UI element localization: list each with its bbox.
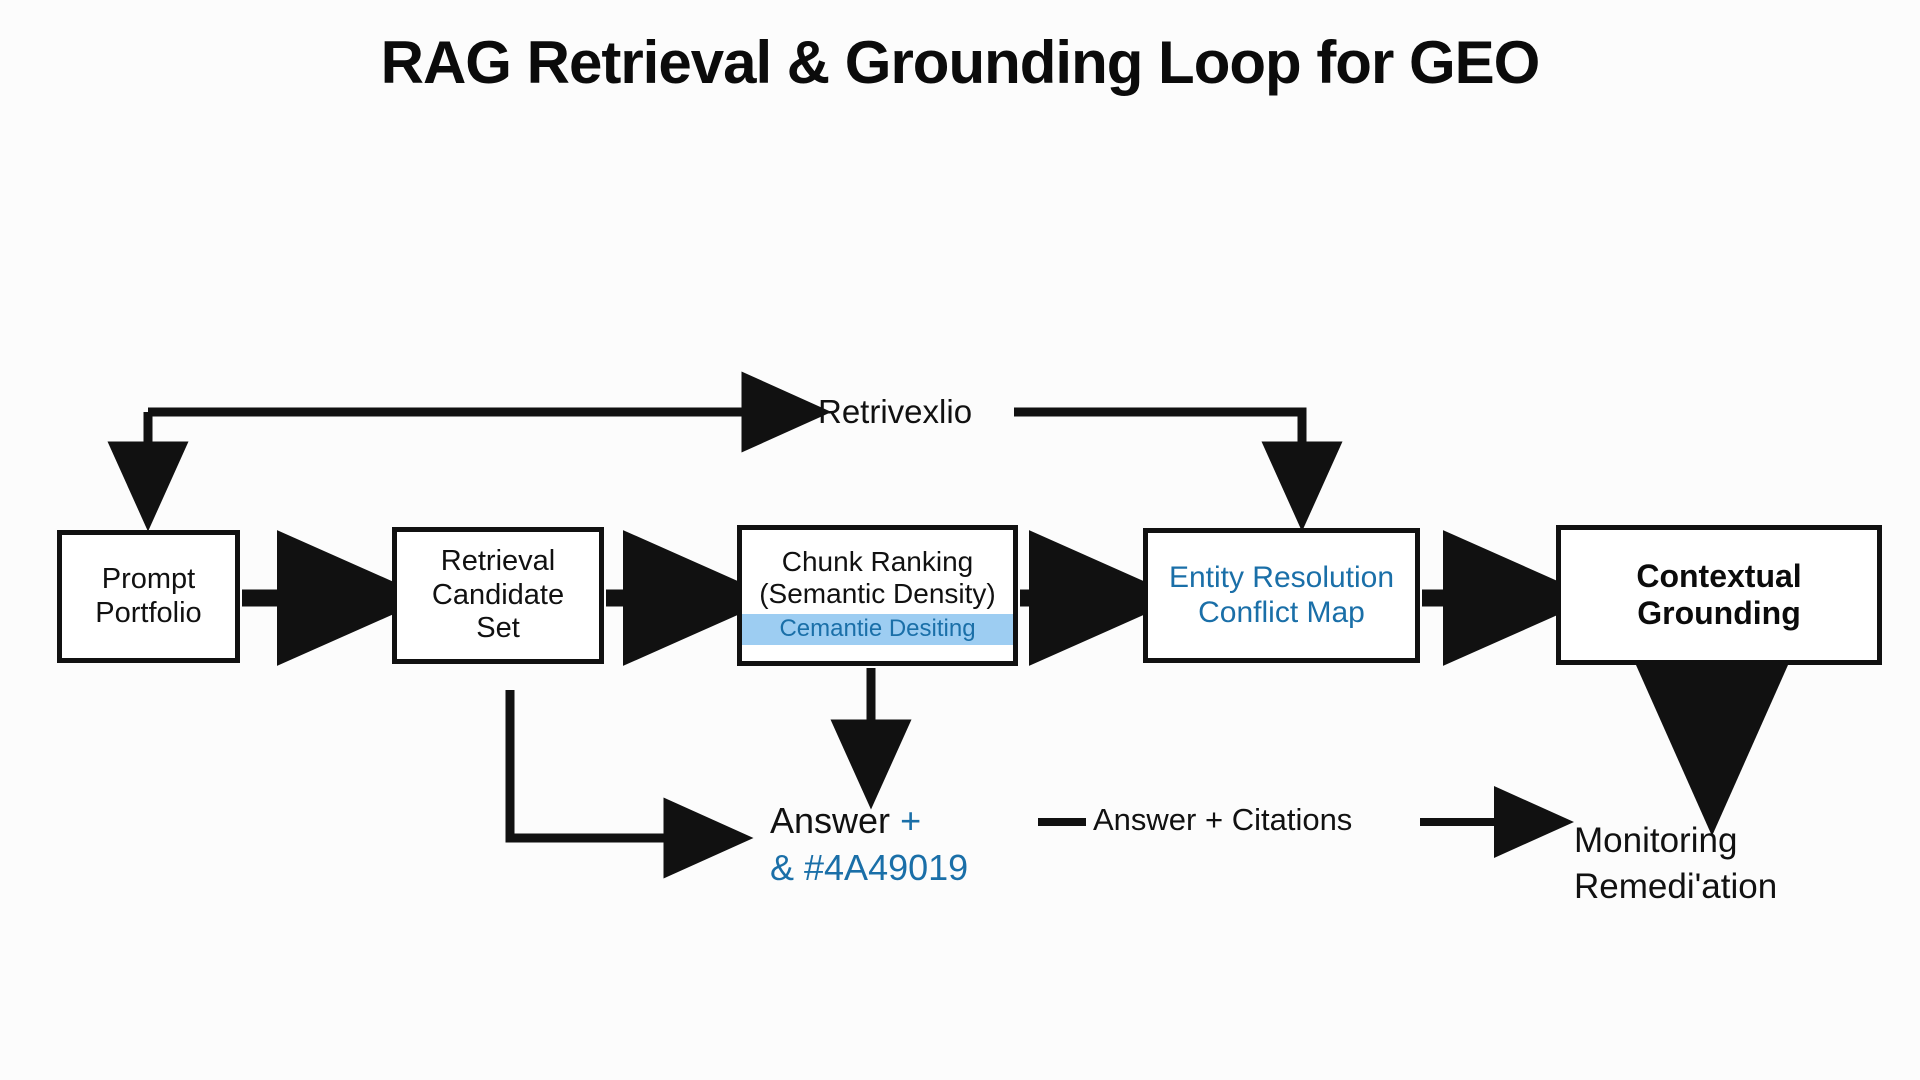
label-answer-code: & #4A49019: [770, 846, 969, 888]
node-retrieval-candidate-set-line-1: Retrieval: [440, 545, 556, 578]
node-contextual-grounding[interactable]: Contextual Grounding: [1556, 525, 1882, 665]
arrow-retrieval-to-answer: [505, 690, 754, 879]
label-monitoring-line-2: Remedi'ation: [1574, 866, 1778, 906]
node-prompt-portfolio-line-1: Prompt: [101, 562, 196, 595]
label-monitoring-line-1: Monitoring: [1574, 821, 1738, 860]
label-monitoring-remediation: Monitoring Remedi'ation: [1574, 818, 1777, 909]
node-entity-resolution-line-1: Entity Resolution: [1168, 560, 1395, 594]
node-retrieval-candidate-set[interactable]: Retrieval Candidate Set: [392, 527, 604, 664]
label-answer-text: Answer: [770, 800, 891, 841]
node-chunk-ranking-highlighted-line: Cemantie Desiting: [742, 613, 1013, 646]
node-contextual-grounding-line-2: Grounding: [1637, 595, 1801, 631]
node-prompt-portfolio-line-2: Portfolio: [95, 596, 202, 629]
node-chunk-ranking-line-1: Chunk Ranking: [781, 545, 974, 577]
label-answer-citations: Answer + Citations: [1093, 802, 1353, 837]
feedback-loop-top-right-rail: [1014, 407, 1343, 532]
node-prompt-portfolio[interactable]: Prompt Portfolio: [57, 530, 240, 663]
node-chunk-ranking[interactable]: Chunk Ranking (Semantic Density) Cemanti…: [737, 525, 1018, 666]
label-answer-output: Answer + & #4A49019: [770, 798, 968, 892]
node-chunk-ranking-line-2: (Semantic Density): [759, 578, 996, 610]
node-retrieval-candidate-set-line-2: Candidate: [431, 578, 565, 611]
label-feedback-loop: Retrivexlio: [818, 393, 973, 430]
node-retrieval-candidate-set-line-3: Set: [476, 612, 520, 645]
page-title: RAG Retrieval & Grounding Loop for GEO: [380, 29, 1541, 96]
node-entity-resolution-line-2: Conflict Map: [1198, 595, 1365, 629]
label-answer-plus: +: [900, 800, 922, 841]
node-contextual-grounding-line-1: Contextual: [1636, 557, 1802, 594]
node-entity-resolution[interactable]: Entity Resolution Conflict Map: [1143, 528, 1420, 663]
